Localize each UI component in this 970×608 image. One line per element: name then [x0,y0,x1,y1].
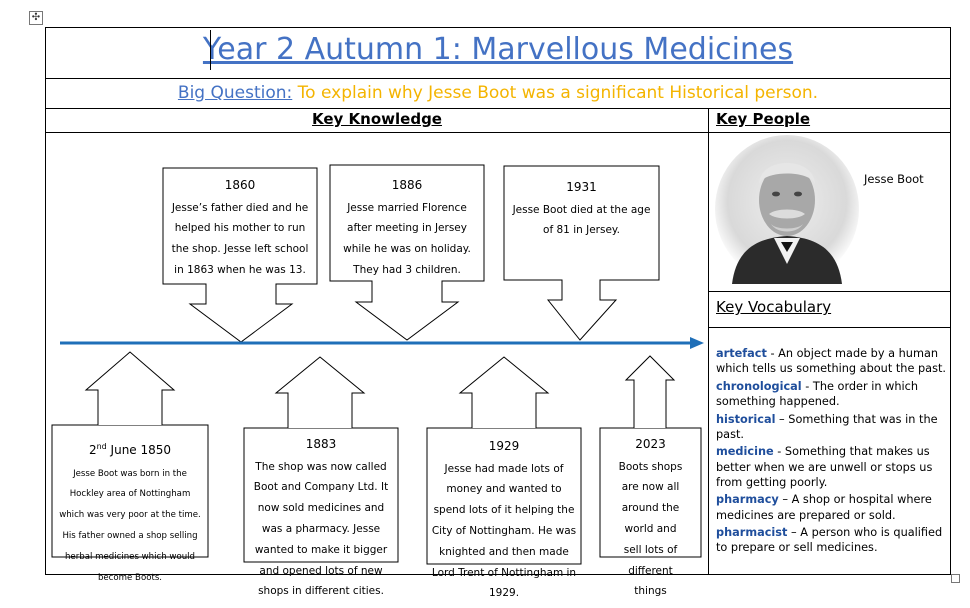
vocab-definition: – A person who is qualified to prepare o… [716,526,943,555]
timeline-arrowhead [690,337,704,349]
vocab-item: historical – Something that was in the p… [716,412,946,443]
callout-1850-arrow [84,351,176,425]
event-1929: 1929 Jesse had made lots of money and wa… [431,439,577,602]
event-text: Jesse’s father died and he helped his mo… [171,201,309,276]
vocab-header-top [708,291,950,292]
vocab-item: pharmacy – A shop or hospital where medi… [716,492,946,523]
row-divider-1 [45,78,951,79]
event-1850: 2nd June 1850 Jesse Boot was born in the… [58,442,202,585]
column-divider [708,108,709,575]
jesse-boot-portrait [715,135,859,284]
event-year: 1860 [224,178,256,192]
callout-1883-arrow [274,356,366,428]
table-border-right [950,27,951,575]
vocab-definition: - Something that makes us better when we… [716,445,933,489]
callout-2023-arrow [624,355,676,428]
vocab-term: historical [716,412,776,426]
event-year: 2023 [635,437,666,451]
event-text: Jesse had made lots of money and wanted … [431,462,577,600]
key-vocabulary-header: Key Vocabulary [716,298,832,316]
vocab-term: pharmacist [716,526,788,540]
event-1931: 1931 Jesse Boot died at the age of 81 in… [508,180,655,239]
event-year: 1883 [305,437,337,451]
timeline-diagram [51,164,704,565]
key-knowledge-header: Key Knowledge [312,110,442,128]
big-question: Big Question: To explain why Jesse Boot … [46,80,950,108]
event-text: Boots shops are now all around the world… [618,460,683,598]
event-text: The shop was now called Boot and Company… [253,460,389,598]
big-question-text: To explain why Jesse Boot was a signific… [297,83,819,103]
vocab-definition: – Something that was in the past. [716,412,938,441]
vocab-header-bottom [708,327,950,328]
vocab-item: chronological - The order in which somet… [716,379,946,410]
key-people-header: Key People [716,110,811,128]
vocab-term: pharmacy [716,493,779,507]
callout-1886-outline [329,164,485,341]
big-question-label: Big Question: [177,83,293,103]
vocab-definition: – A shop or hospital where medicines are… [716,493,932,522]
event-text: Jesse Boot died at the age of 81 in Jers… [512,203,651,237]
event-text: Jesse married Florence after meeting in … [343,201,471,276]
vocab-term: chronological [716,379,802,393]
event-text: Jesse Boot was born in the Hockley area … [59,468,201,583]
row-divider-2 [45,108,951,109]
page-title: Year 2 Autumn 1: Marvellous Medicines [202,32,794,67]
vocab-definition: - The order in which something happened. [716,379,919,409]
text-cursor [210,30,211,70]
vocab-item: pharmacist – A person who is qualified t… [716,525,946,556]
vocab-term: medicine [716,445,774,459]
vocab-item: artefact - An object made by a human whi… [716,346,946,377]
table-border-left [45,27,46,575]
callout-1931-outline [503,165,660,341]
table-move-handle-icon[interactable]: ✣ [29,11,43,25]
event-year: 1886 [391,178,423,192]
event-1860: 1860 Jesse’s father died and he helped h… [166,178,314,279]
callout-1860-outline [162,167,318,343]
vocab-term: artefact [716,347,767,360]
person-name: Jesse Boot [864,172,924,186]
callout-2023-outline [599,427,702,558]
event-1886: 1886 Jesse married Florence after meetin… [334,178,480,279]
event-year: 1931 [566,180,597,194]
vocabulary-list: artefact - An object made by a human whi… [716,346,946,558]
event-1883: 1883 The shop was now called Boot and Co… [248,437,394,600]
event-year: 1929 [488,439,520,453]
event-2023: 2023 Boots shops are now all around the … [614,437,687,600]
event-year: 2nd June 1850 [88,442,172,457]
row-divider-3 [45,132,951,133]
table-resize-handle[interactable] [951,574,960,583]
vocab-definition: - An object made by a human which tells … [716,347,946,376]
vocab-item: medicine - Something that makes us bette… [716,444,946,490]
callout-1929-arrow [458,356,550,428]
table-border-top [45,27,951,28]
table-border-bottom [45,574,951,575]
